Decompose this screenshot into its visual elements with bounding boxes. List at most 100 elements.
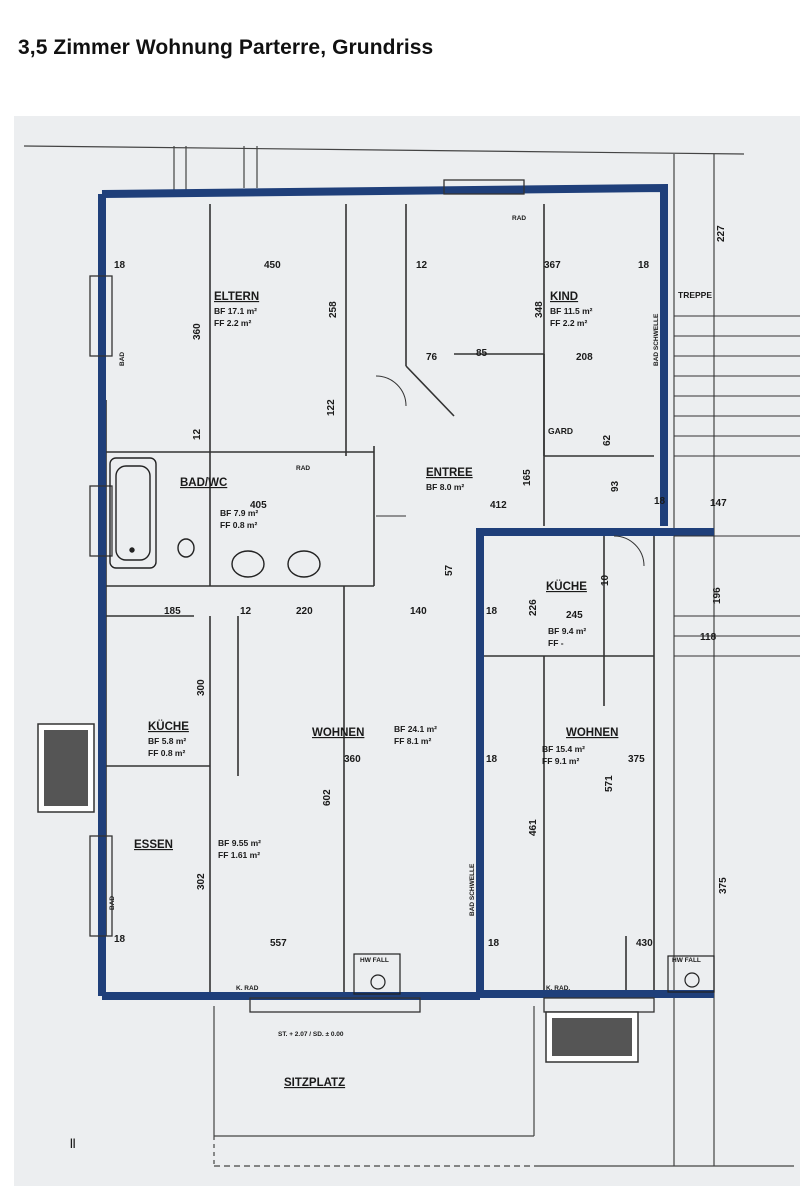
room-eltern-ff: FF 2.2 m² bbox=[214, 318, 251, 328]
dim-147: 147 bbox=[710, 498, 727, 509]
dim-450: 450 bbox=[264, 260, 281, 271]
room-entree-bf: BF 8.0 m² bbox=[426, 482, 464, 492]
room-essen-ff: FF 1.61 m² bbox=[218, 850, 260, 860]
light-shafts bbox=[37, 723, 639, 1063]
dim-12c: 12 bbox=[192, 428, 203, 440]
page-title: 3,5 Zimmer Wohnung Parterre, Grundriss bbox=[18, 36, 434, 59]
room-wohnen-right-bf: BF 15.4 m² bbox=[542, 744, 585, 754]
dim-300: 300 bbox=[196, 679, 207, 696]
floor-plan-sheet: ELTERN BF 17.1 m² FF 2.2 m² KIND BF 11.5… bbox=[14, 116, 800, 1186]
dim-571: 571 bbox=[604, 775, 615, 792]
dim-360b: 360 bbox=[344, 754, 361, 765]
dimension-labels: 450 367 18 18 12 360 258 122 348 208 76 … bbox=[114, 225, 729, 949]
dim-12b: 12 bbox=[240, 606, 252, 617]
load-bearing-walls bbox=[98, 183, 714, 1000]
dim-557: 557 bbox=[270, 938, 287, 949]
dim-196: 196 bbox=[712, 587, 723, 604]
bad-mark-top: RAD bbox=[512, 215, 526, 222]
rad-mid: RAD bbox=[296, 465, 310, 472]
dim-602: 602 bbox=[322, 789, 333, 806]
bad-bottom-right: K. RAD. bbox=[546, 985, 570, 992]
room-entree-label: ENTREE bbox=[426, 467, 473, 479]
room-wohnen-center-bf: BF 24.1 m² bbox=[394, 724, 437, 734]
room-kind-bf: BF 11.5 m² bbox=[550, 306, 593, 316]
sitzplatz-level: ST. + 2.07 / SD. ± 0.00 bbox=[278, 1031, 344, 1038]
dim-165: 165 bbox=[522, 469, 533, 486]
door-swings bbox=[375, 375, 645, 567]
staircase-lines bbox=[674, 315, 800, 657]
dim-76: 76 bbox=[426, 352, 438, 363]
room-kueche-left-ff: FF 0.8 m² bbox=[148, 748, 185, 758]
dim-57: 57 bbox=[444, 564, 455, 576]
bad-left-top: BAD bbox=[119, 352, 126, 366]
dim-18d: 18 bbox=[486, 754, 498, 765]
hw-label-2: HW FALL bbox=[672, 957, 701, 964]
dim-85: 85 bbox=[476, 348, 488, 359]
dim-220: 220 bbox=[296, 606, 313, 617]
dim-258: 258 bbox=[328, 301, 339, 318]
hw-label: HW FALL bbox=[360, 957, 389, 964]
dim-208: 208 bbox=[576, 352, 593, 363]
dim-430: 430 bbox=[636, 938, 653, 949]
dim-93: 93 bbox=[610, 480, 621, 492]
room-kind-ff: FF 2.2 m² bbox=[550, 318, 587, 328]
misc-labels: RAD BAD BAD K. RAD K. RAD. ST. + 2.07 / … bbox=[70, 215, 701, 1149]
dim-227: 227 bbox=[716, 225, 727, 242]
bad-schwelle-center: BAD SCHWELLE bbox=[469, 863, 476, 916]
room-bad-wc-bf: BF 7.9 m² bbox=[220, 508, 258, 518]
room-wohnen-center-label: WOHNEN bbox=[312, 727, 364, 739]
bad-schwelle-right: BAD SCHWELLE bbox=[653, 313, 660, 366]
dim-18a: 18 bbox=[114, 260, 126, 271]
dim-12a: 12 bbox=[416, 260, 428, 271]
dim-18g: 18 bbox=[654, 496, 666, 507]
room-kueche-right-label: KÜCHE bbox=[546, 580, 587, 593]
bad-bottom-center: K. RAD bbox=[236, 985, 259, 992]
room-essen-bf: BF 9.55 m² bbox=[218, 838, 261, 848]
bathroom-fixtures bbox=[109, 457, 321, 578]
room-eltern-label: ELTERN bbox=[214, 291, 259, 303]
dim-140: 140 bbox=[410, 606, 427, 617]
dim-348: 348 bbox=[534, 301, 545, 318]
dim-18f: 18 bbox=[488, 938, 500, 949]
room-treppe-label: TREPPE bbox=[678, 290, 712, 300]
dim-226: 226 bbox=[528, 599, 539, 616]
dim-375b: 375 bbox=[718, 877, 729, 894]
windows bbox=[89, 179, 655, 1013]
dim-412: 412 bbox=[490, 500, 507, 511]
room-sitzplatz-label: SITZPLATZ bbox=[284, 1077, 345, 1089]
wheelchair-icon-right bbox=[667, 955, 715, 993]
dim-122: 122 bbox=[326, 399, 337, 416]
room-kind-label: KIND bbox=[550, 291, 578, 303]
room-kueche-left-bf: BF 5.8 m² bbox=[148, 736, 186, 746]
room-kueche-left-label: KÜCHE bbox=[148, 720, 189, 733]
dim-302: 302 bbox=[196, 873, 207, 890]
dim-375: 375 bbox=[628, 754, 645, 765]
bad-left-bottom: BAD bbox=[109, 896, 116, 910]
marker-left: || bbox=[70, 1138, 76, 1149]
room-garderobe-label: GARD bbox=[548, 426, 573, 436]
dim-185: 185 bbox=[164, 606, 181, 617]
dim-405: 405 bbox=[250, 500, 267, 511]
dim-118: 118 bbox=[700, 632, 717, 643]
room-kueche-right-bf: BF 9.4 m² bbox=[548, 626, 586, 636]
wheelchair-icon bbox=[353, 953, 401, 995]
dim-18c: 18 bbox=[486, 606, 498, 617]
dim-360a: 360 bbox=[192, 323, 203, 340]
room-bad-wc-label: BAD/WC bbox=[180, 477, 227, 489]
room-essen-label: ESSEN bbox=[134, 839, 173, 851]
floor-plan-drawing: ELTERN BF 17.1 m² FF 2.2 m² KIND BF 11.5… bbox=[23, 145, 800, 1167]
dim-461: 461 bbox=[528, 819, 539, 836]
dim-10: 10 bbox=[600, 574, 611, 586]
room-wohnen-right-label: WOHNEN bbox=[566, 727, 618, 739]
dim-18e: 18 bbox=[114, 934, 126, 945]
dim-62: 62 bbox=[602, 434, 613, 446]
room-kueche-right-ff: FF - bbox=[548, 638, 564, 648]
room-wohnen-center-ff: FF 8.1 m² bbox=[394, 736, 431, 746]
room-bad-wc-ff: FF 0.8 m² bbox=[220, 520, 257, 530]
room-wohnen-right-ff: FF 9.1 m² bbox=[542, 756, 579, 766]
room-eltern-bf: BF 17.1 m² bbox=[214, 306, 257, 316]
dim-245: 245 bbox=[566, 610, 583, 621]
room-labels: ELTERN BF 17.1 m² FF 2.2 m² KIND BF 11.5… bbox=[134, 290, 712, 1089]
dim-18b: 18 bbox=[638, 260, 650, 271]
dim-367: 367 bbox=[544, 260, 561, 271]
